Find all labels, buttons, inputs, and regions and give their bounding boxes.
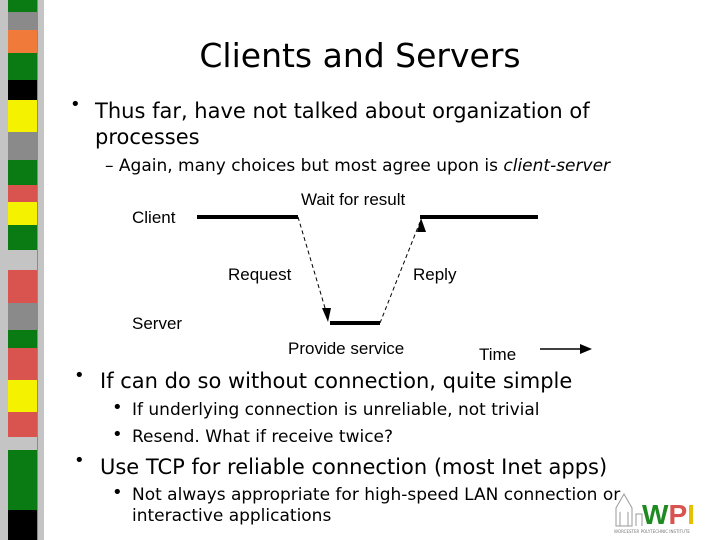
reply-label: Reply: [413, 265, 457, 284]
bullet-icon: •: [70, 94, 81, 115]
stripe-segment: [8, 225, 37, 250]
request-label: Request: [228, 265, 292, 284]
sub-bullet-2b: Resend. What if receive twice?: [132, 427, 394, 447]
sub-bullet-3-line1: Not always appropriate for high-speed LA…: [132, 485, 621, 505]
bullet-icon: •: [112, 482, 123, 503]
client-label: Client: [132, 208, 176, 227]
stripe-segment: [8, 185, 37, 202]
bullet-icon: •: [112, 424, 123, 445]
svg-text:WORCESTER POLYTECHNIC INSTITUT: WORCESTER POLYTECHNIC INSTITUTE: [614, 529, 690, 534]
provide-label: Provide service: [288, 339, 404, 358]
stripe-segment: [8, 330, 37, 348]
stripe-segment: [8, 380, 37, 412]
stripe-segment: [8, 0, 37, 12]
bullet-icon: •: [74, 450, 85, 471]
stripe-segment: [8, 53, 37, 80]
sub-bullet-text: – Again, many choices but most agree upo…: [105, 156, 504, 176]
bullet-icon: •: [74, 365, 85, 386]
stripe-segment: [8, 30, 37, 53]
stripe-segment: [8, 348, 37, 380]
wait-label: Wait for result: [301, 190, 406, 209]
sub-bullet-2a: If underlying connection is unreliable, …: [132, 400, 540, 420]
request-arrowhead: [322, 308, 331, 322]
sub-bullet-3-line2: interactive applications: [132, 506, 332, 526]
time-arrowhead: [580, 344, 592, 354]
bullet-2: If can do so without connection, quite s…: [100, 369, 573, 393]
bullet-1-line2: processes: [95, 125, 200, 149]
stripe-segment: [8, 510, 37, 540]
bullet-icon: •: [112, 397, 123, 418]
stripe-segment: [8, 412, 37, 437]
bullet-1-line1: Thus far, have not talked about organiza…: [95, 99, 590, 123]
request-arrow: [297, 216, 329, 319]
stripe-segment: [8, 202, 37, 225]
sub-bullet-1: – Again, many choices but most agree upo…: [105, 156, 610, 176]
slide-title: Clients and Servers: [199, 36, 521, 75]
bullet-3: Use TCP for reliable connection (most In…: [100, 455, 608, 479]
stripe-segment: [8, 250, 37, 270]
sub-bullet-emphasis: client-server: [503, 156, 611, 176]
wpi-logo: WPI WORCESTER POLYTECHNIC INSTITUTE: [614, 492, 695, 534]
stripe-segment: [8, 160, 37, 185]
stripe-segment: [8, 100, 37, 132]
stripe-segment: [8, 80, 37, 100]
server-label: Server: [132, 314, 182, 333]
time-label: Time: [479, 345, 516, 364]
svg-text:WPI: WPI: [642, 499, 695, 530]
stripe-segment: [8, 450, 37, 510]
stripe-segment: [8, 270, 37, 303]
stripe-segment: [8, 437, 37, 450]
building-icon: [615, 492, 643, 527]
reply-arrowhead: [417, 218, 426, 232]
